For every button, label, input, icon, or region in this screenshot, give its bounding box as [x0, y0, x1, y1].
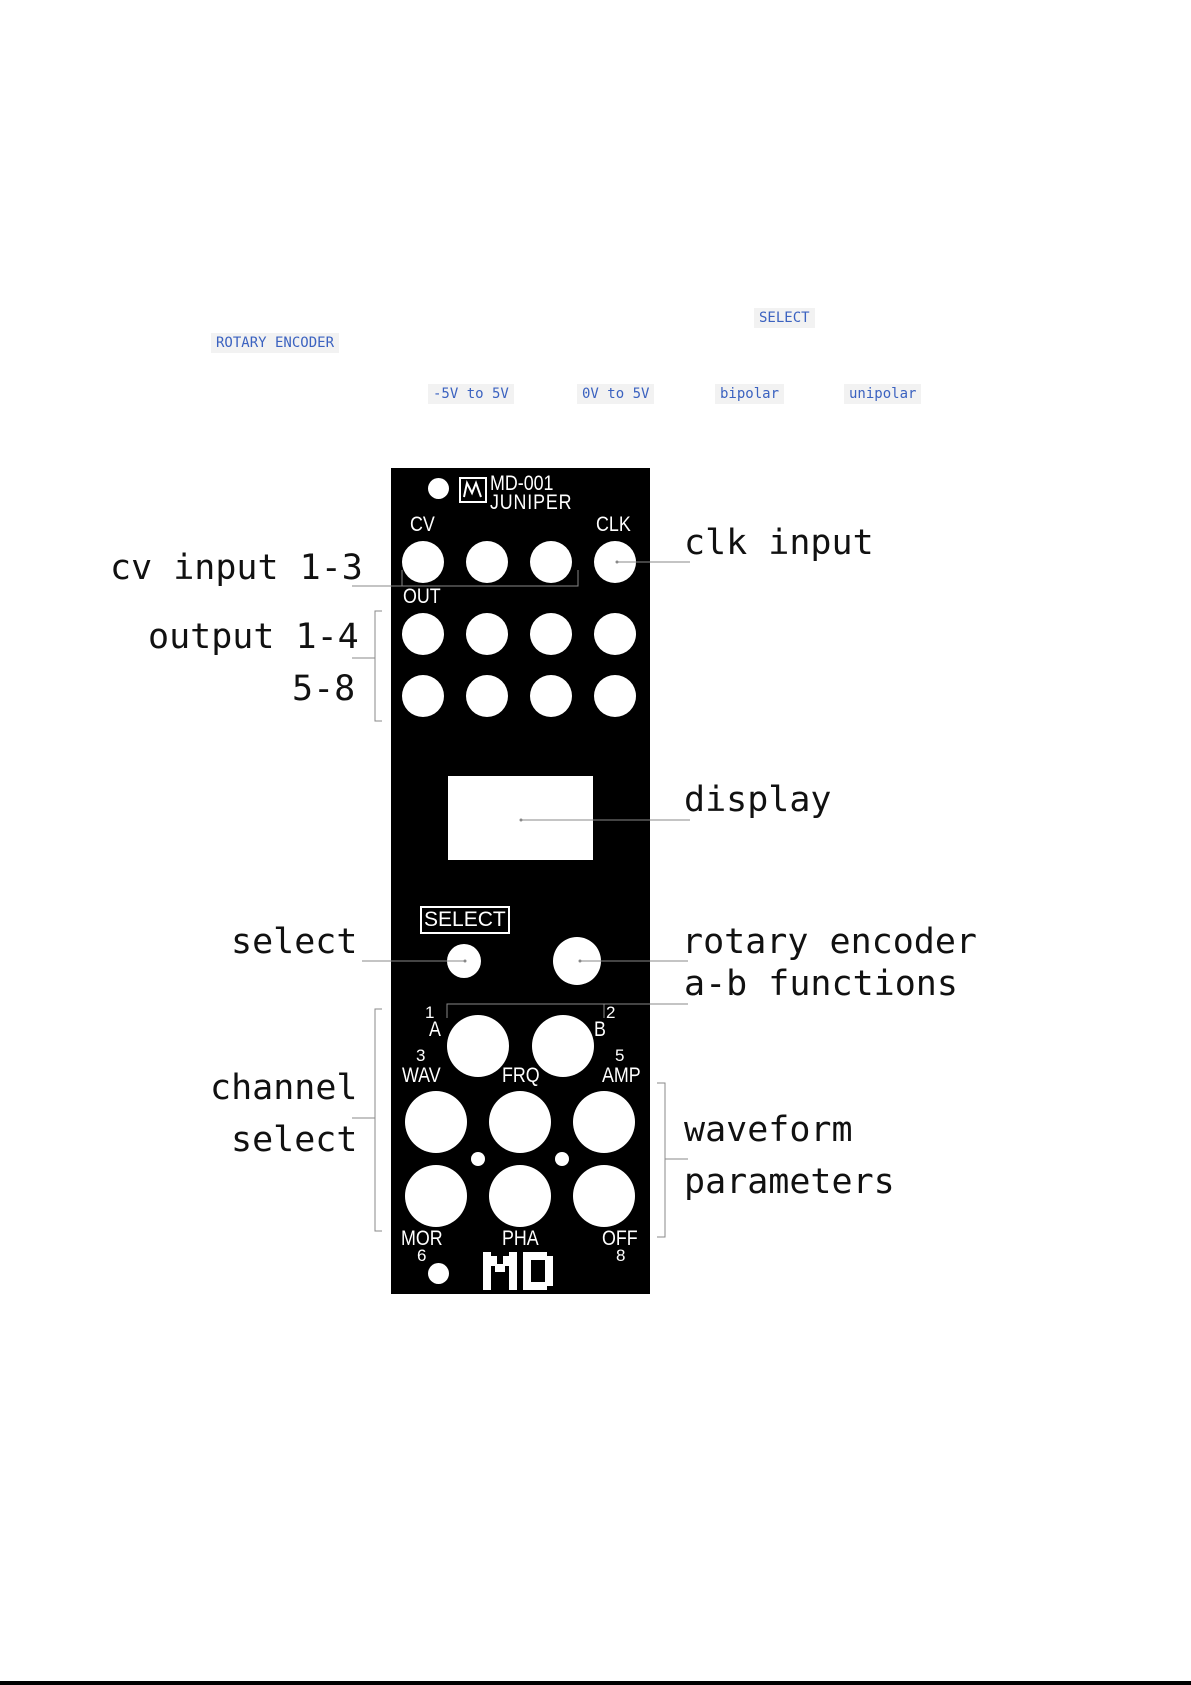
bottom-edge-strip — [0, 1681, 1191, 1685]
